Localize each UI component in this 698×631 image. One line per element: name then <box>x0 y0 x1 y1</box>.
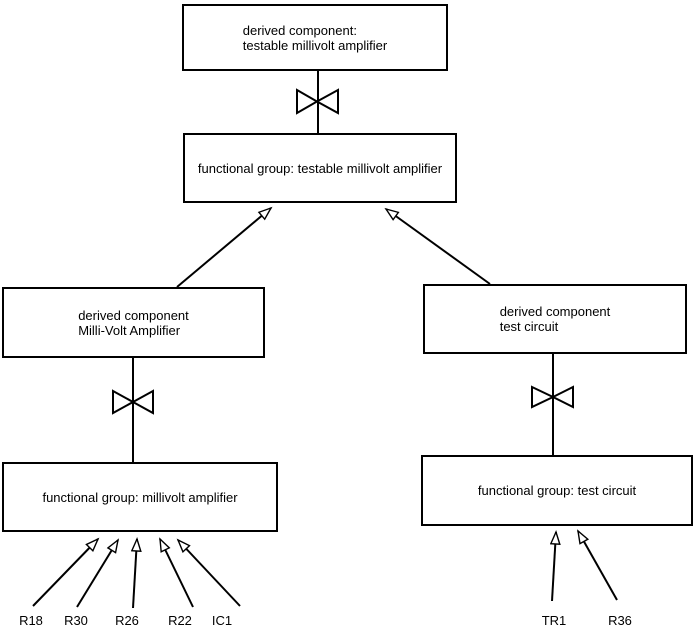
bowtie-icon <box>112 389 154 415</box>
bowtie-icon <box>296 88 339 115</box>
arrow-r26 <box>133 539 137 609</box>
node-label-line2: testable millivolt amplifier <box>242 37 388 53</box>
node-label: functional group: testable millivolt amp… <box>197 160 443 176</box>
node-functional-group-testable-millivolt-amplifier[interactable]: functional group: testable millivolt amp… <box>183 133 457 203</box>
component-label-r26: R26 <box>115 613 139 628</box>
component-label-r36: R36 <box>608 613 632 628</box>
arrow-derived-test-to-fg-testable <box>386 209 491 285</box>
node-label: derived component: testable millivolt am… <box>243 23 388 53</box>
edge-decomposition-left <box>112 358 154 462</box>
arrow-derived-mva-to-fg-testable <box>176 208 271 288</box>
node-label: functional group: millivolt amplifier <box>42 489 238 505</box>
node-label: derived component Milli-Volt Amplifier <box>78 308 189 338</box>
arrow-tr1 <box>552 532 556 602</box>
arrow-r22 <box>159 539 194 608</box>
component-label-r18: R18 <box>19 613 43 628</box>
node-derived-component-testable-millivolt-amplifier[interactable]: derived component: testable millivolt am… <box>182 4 448 71</box>
node-label-line1: derived component <box>499 304 611 319</box>
edge-decomposition-right <box>531 354 574 455</box>
node-functional-group-test-circuit[interactable]: functional group: test circuit <box>421 455 693 526</box>
node-derived-component-test-circuit[interactable]: derived component test circuit <box>423 284 687 354</box>
node-derived-component-milli-volt-amplifier[interactable]: derived component Milli-Volt Amplifier <box>2 287 265 358</box>
bowtie-icon <box>531 385 574 409</box>
node-label-line2: test circuit <box>499 319 559 334</box>
arrow-r30 <box>76 540 118 608</box>
component-label-r30: R30 <box>64 613 88 628</box>
component-label-tr1: TR1 <box>541 613 567 628</box>
node-label-line1: derived component: <box>242 22 357 38</box>
node-label-line2: Milli-Volt Amplifier <box>78 322 181 338</box>
arrow-ic1 <box>178 540 241 607</box>
node-label: functional group: test circuit <box>477 483 637 498</box>
component-label-r22: R22 <box>168 613 192 628</box>
node-label: derived component test circuit <box>500 304 611 334</box>
arrow-r36 <box>578 531 618 601</box>
node-functional-group-millivolt-amplifier[interactable]: functional group: millivolt amplifier <box>2 462 278 532</box>
edge-decomposition-top <box>296 71 339 133</box>
component-label-ic1: IC1 <box>211 613 233 628</box>
arrow-r18 <box>32 539 98 607</box>
node-label-line1: derived component <box>78 307 189 323</box>
